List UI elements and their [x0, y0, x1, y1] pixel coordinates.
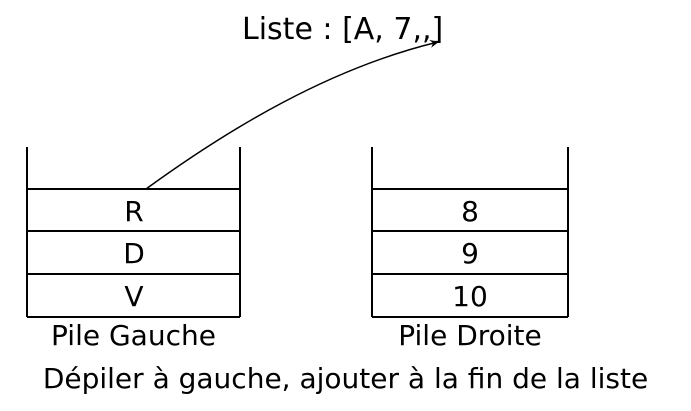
right-stack-label: Pile Droite	[398, 319, 542, 352]
left-stack-label: Pile Gauche	[51, 319, 216, 352]
caption: Dépiler à gauche, ajouter à la fin de la…	[42, 362, 649, 395]
right-stack-cell: 9	[461, 237, 479, 270]
right-stack-cell: 8	[461, 195, 479, 228]
left-stack: R D V	[26, 147, 241, 318]
left-stack-cell: D	[123, 237, 145, 270]
pop-arrow	[145, 39, 439, 190]
right-stack-cell: 10	[452, 280, 488, 313]
left-stack-cell: R	[124, 195, 143, 228]
list-label: Liste : [A, 7,,]	[242, 12, 444, 47]
right-stack: 8 9 10	[371, 147, 569, 318]
left-stack-cell: V	[124, 280, 143, 313]
